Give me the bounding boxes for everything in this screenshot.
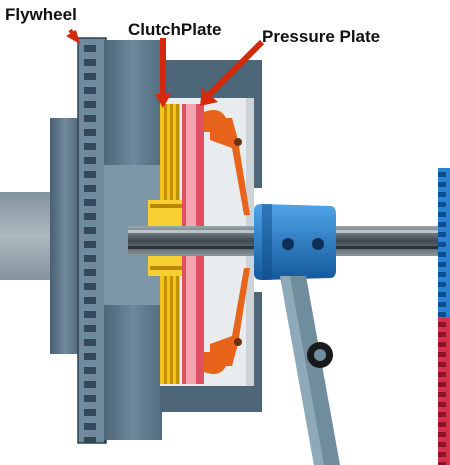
arrow-icon	[66, 28, 80, 44]
gearbox-gears	[438, 168, 450, 465]
release-bearing	[254, 204, 336, 280]
arrow-icon	[155, 38, 171, 108]
pressure-plate-label: Pressure Plate	[262, 27, 381, 46]
clutch-plate-label: ClutchPlate	[128, 20, 222, 39]
flywheel-label: Flywheel	[5, 5, 77, 24]
diaphragm-spring	[210, 118, 250, 366]
release-fork	[280, 276, 340, 465]
arrow-icon	[200, 39, 265, 106]
